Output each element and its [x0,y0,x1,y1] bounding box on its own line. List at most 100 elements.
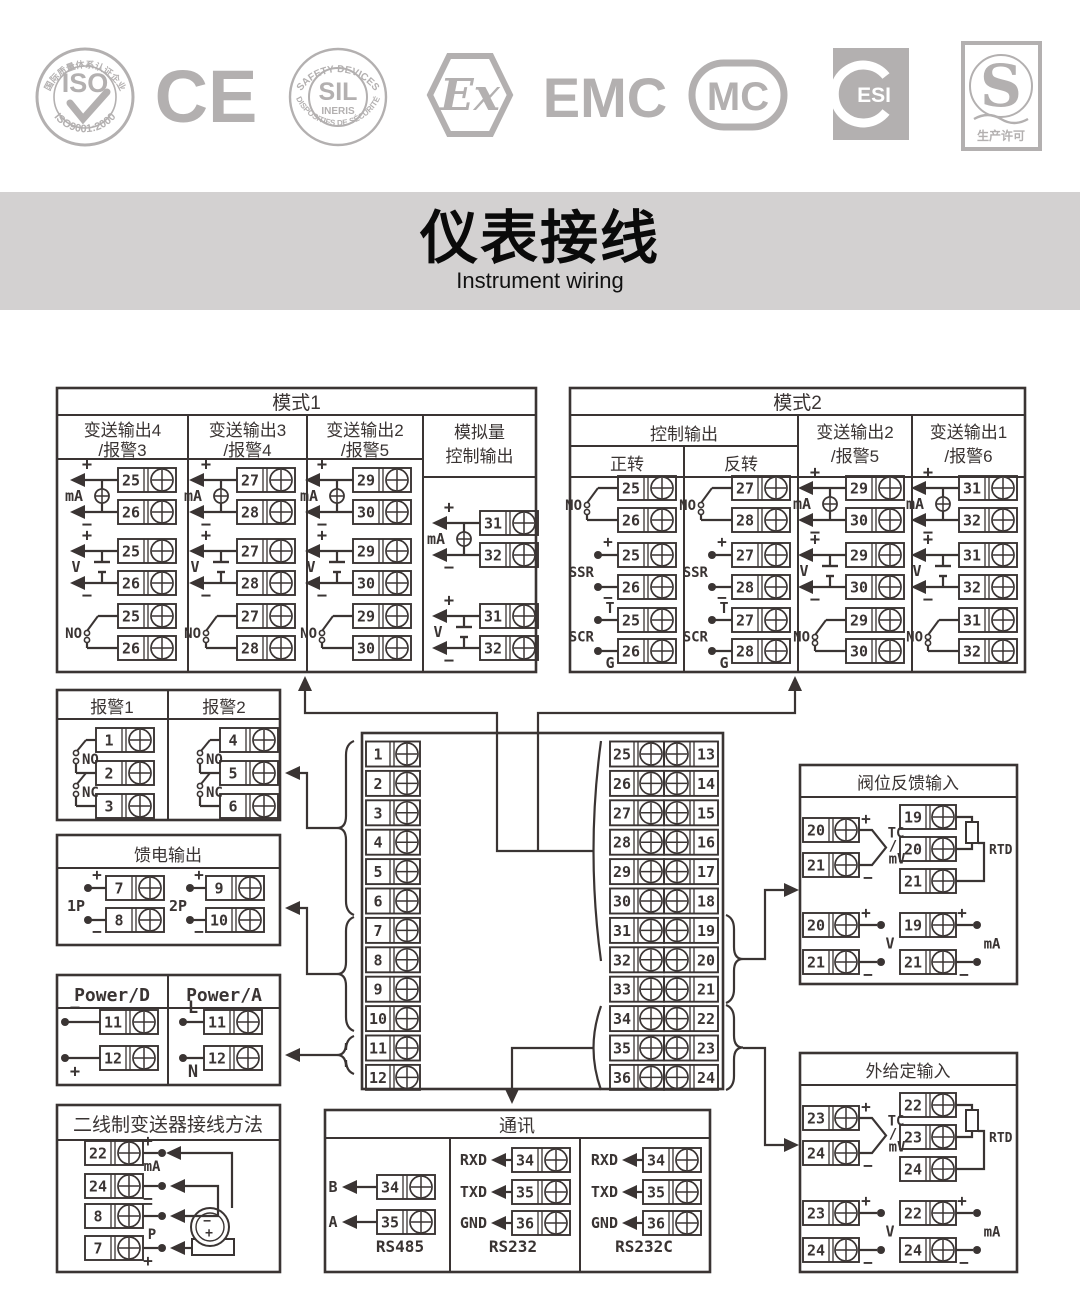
label: mA [427,530,445,548]
terminal-number: 30 [850,579,868,597]
terminal-number: 24 [89,1178,107,1196]
screw-icon [834,1106,858,1130]
terminal-number: 23 [697,1040,715,1058]
arrow-icon [170,1241,185,1255]
label: T [605,599,614,617]
label: + [957,903,967,922]
terminal-32: 32 [958,638,1018,664]
label: /报警3 [98,441,146,460]
label: + [82,526,92,546]
switch-blade [86,615,99,632]
terminal-box [663,887,719,915]
screw-icon [639,918,663,943]
screw-icon [878,608,902,632]
terminal-number: 12 [104,1050,122,1068]
screw-icon [991,508,1015,532]
screw-icon [512,511,536,535]
label: − [201,586,211,606]
screw-icon [639,830,663,855]
terminal-number: 30 [850,643,868,661]
arrow-icon [305,505,320,519]
label: − [923,523,933,543]
arrow-icon [170,1209,185,1223]
contact-dot [318,636,326,644]
label: − [444,651,454,671]
wire [292,771,337,830]
terminal-21: 21 [899,868,957,894]
screw-icon [512,604,536,628]
label: NC [206,785,223,801]
terminal-21: 21 [802,949,860,975]
label: NO [565,498,582,514]
terminal-number: 21 [697,981,715,999]
label: + [201,526,211,546]
terminal-5: 5 [365,858,421,886]
label: NO [184,626,201,642]
screw-icon [834,913,858,937]
label: 变送输出4 [84,421,161,440]
arrow-icon [798,580,813,594]
terminal-8: 8 [365,946,421,974]
terminal-35: 35 [609,1034,665,1062]
label: + [317,455,327,475]
label: + [201,455,211,475]
switch-blade [586,487,599,504]
arrow-icon [491,1153,506,1167]
screw-icon [385,468,409,492]
screw-icon [150,468,174,492]
terminal-number: 25 [613,746,631,764]
label: + [861,1191,871,1210]
screw-icon [395,800,419,825]
switch-blade [814,619,827,636]
brace [336,915,355,1033]
terminal-number: 26 [622,512,640,530]
screw-icon [834,950,858,974]
external-setpoint-input-box-title: 外给定输入 [866,1062,951,1081]
terminal-number: 8 [93,1208,102,1226]
screw-icon [878,543,902,567]
label: + [923,530,933,550]
terminal-21: 21 [802,852,860,878]
terminal-number: 25 [622,612,640,630]
screw-icon [834,1201,858,1225]
arrow-icon [305,473,320,487]
terminal-number: 30 [613,893,631,911]
arrow-icon [784,1138,799,1152]
label: + [82,455,92,475]
terminal-36: 36 [609,1063,665,1091]
screw-icon [150,571,174,595]
screw-icon [132,1046,156,1070]
terminal-number: 8 [373,951,382,969]
terminal-number: 31 [963,480,981,498]
terminal-box [663,975,719,1003]
terminal-number: 36 [647,1215,665,1233]
signal-label: GND [591,1214,618,1232]
terminal-4: 4 [365,828,421,856]
label: mA [184,487,202,505]
box [55,386,538,674]
terminal-30: 30 [845,574,905,600]
label: − [959,1253,969,1272]
terminal-25: 25 [117,467,177,493]
terminal-box [365,1063,421,1091]
wire-dot [973,958,981,966]
switch-blade [76,739,87,752]
terminal-box [663,1034,719,1062]
label: − [203,1214,211,1229]
terminal-number: 24 [697,1069,715,1087]
label: NO [206,752,223,768]
switch-blade [321,615,334,632]
box [798,763,1019,986]
terminal-box [365,1034,421,1062]
terminal-number: 23 [904,1129,922,1147]
terminal-16: 16 [663,828,719,856]
terminal-12: 12 [99,1045,159,1071]
terminal-36: 36 [511,1210,571,1236]
terminal-number: 28 [241,504,259,522]
arrow-icon [798,481,813,495]
terminal-number: 35 [381,1214,399,1232]
terminal-29: 29 [845,607,905,633]
wire [956,1129,986,1171]
